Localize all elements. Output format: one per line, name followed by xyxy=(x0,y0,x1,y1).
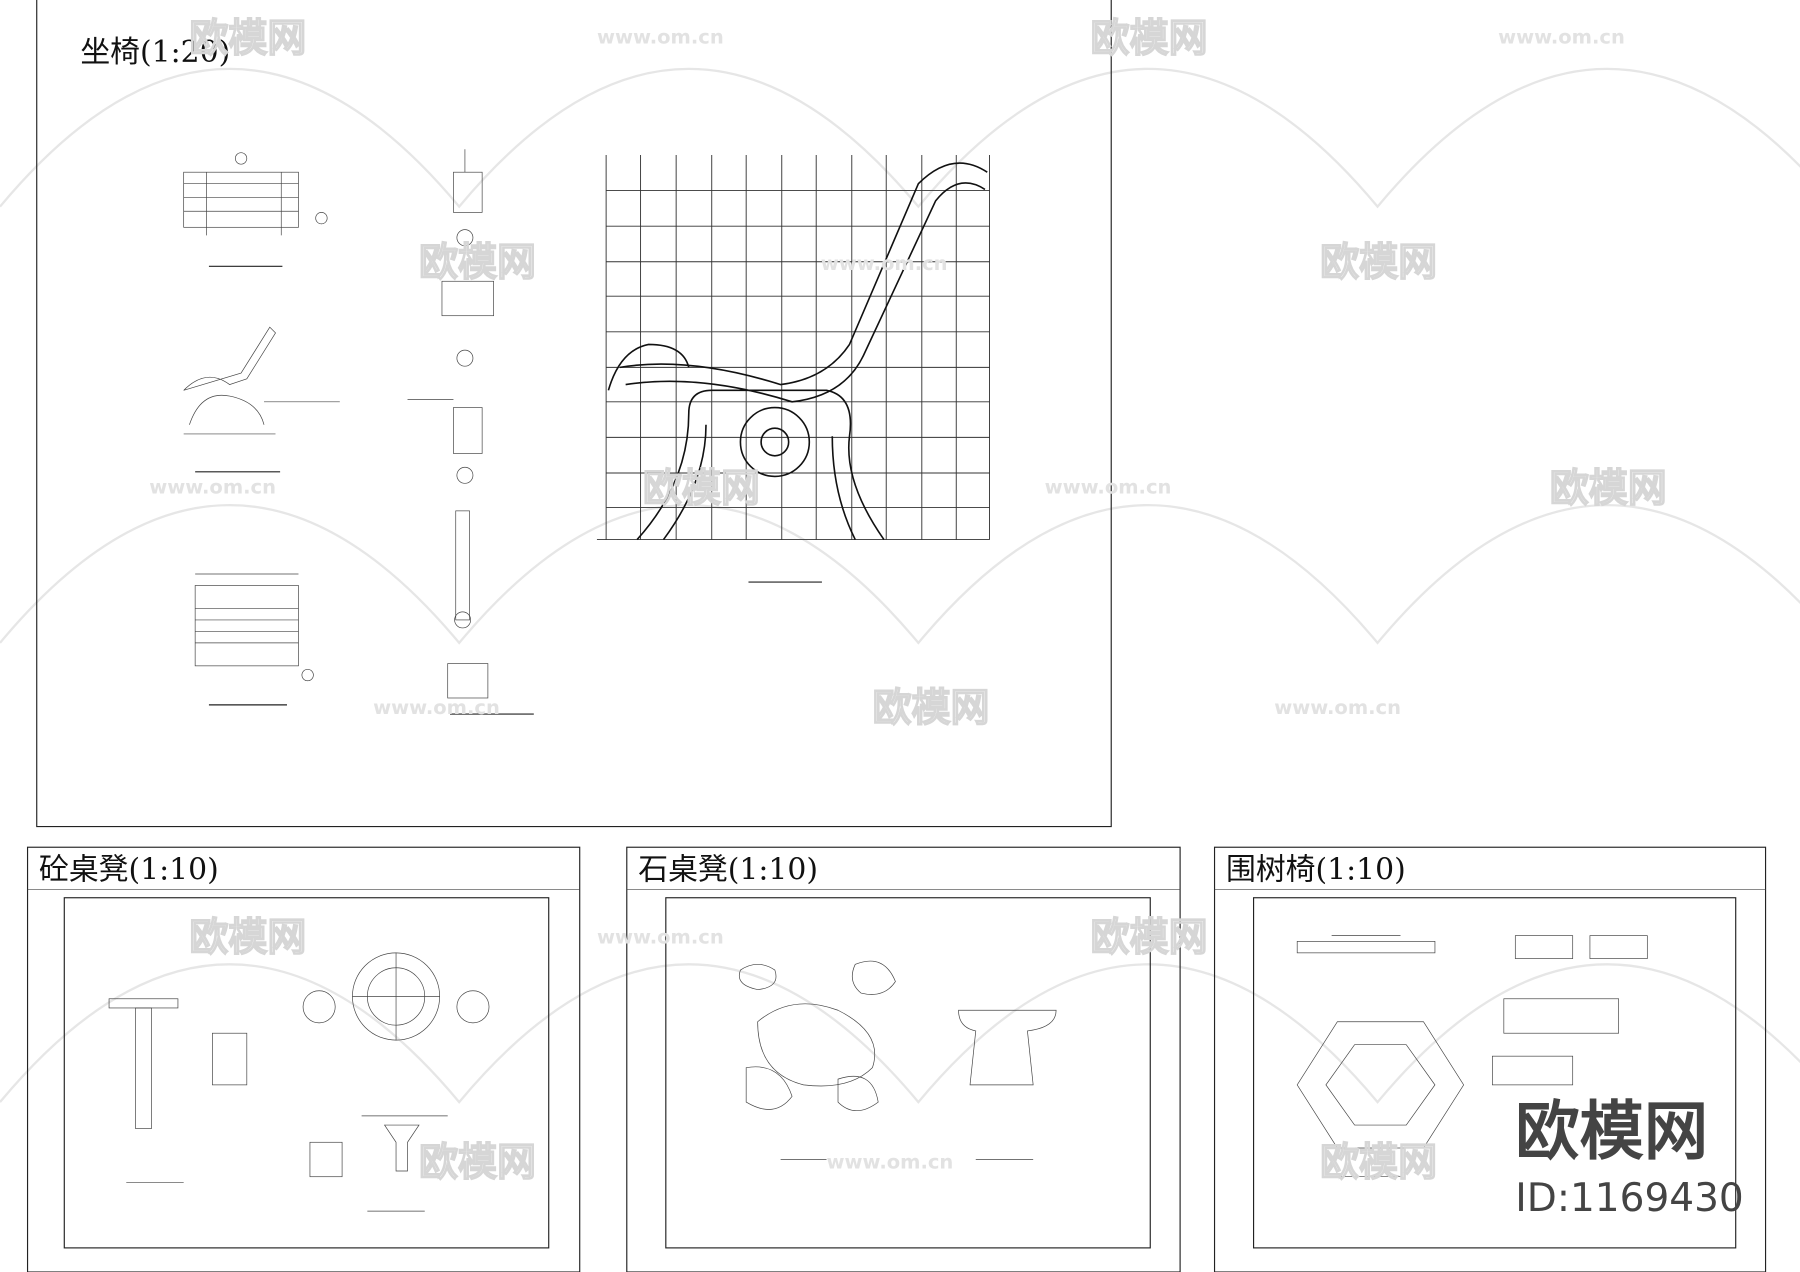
stone-table-title: 石桌凳(1:10) xyxy=(638,852,818,887)
bench-detail-column xyxy=(407,149,534,715)
svg-text:欧模网: 欧模网 xyxy=(1320,1141,1437,1186)
svg-text:欧模网: 欧模网 xyxy=(872,686,989,731)
svg-text:欧模网: 欧模网 xyxy=(1550,467,1667,512)
bench-side-view xyxy=(183,326,340,473)
svg-text:www.om.cn: www.om.cn xyxy=(1045,476,1172,499)
stone-table-panel: 石桌凳(1:10) xyxy=(626,846,1181,1272)
bench-plan-view xyxy=(194,573,314,706)
svg-text:欧模网: 欧模网 xyxy=(643,467,760,512)
svg-text:欧模网: 欧模网 xyxy=(1320,241,1437,286)
svg-text:www.om.cn: www.om.cn xyxy=(597,926,724,949)
svg-text:www.om.cn: www.om.cn xyxy=(597,26,724,49)
tree-bench-drawings xyxy=(1296,935,1648,1178)
concrete-table-drawings xyxy=(108,952,490,1212)
watermark-id: ID:1169430 xyxy=(1515,1176,1743,1221)
svg-text:欧模网: 欧模网 xyxy=(189,17,306,62)
tree-bench-title: 围树椅(1:10) xyxy=(1226,852,1406,887)
watermark-brand-large: 欧模网 xyxy=(1515,1095,1708,1170)
watermark-arcs xyxy=(0,67,1800,1104)
svg-text:www.om.cn: www.om.cn xyxy=(827,1151,954,1174)
bench-front-view xyxy=(183,152,328,267)
bench-grid-detail xyxy=(596,154,991,583)
svg-text:欧模网: 欧模网 xyxy=(419,241,536,286)
svg-text:欧模网: 欧模网 xyxy=(1091,916,1208,961)
svg-text:欧模网: 欧模网 xyxy=(1091,17,1208,62)
watermark-logos: 欧模网 www.om.cn 欧模网 www.om.cn 欧模网 www.om.c… xyxy=(149,16,1667,1186)
svg-text:www.om.cn: www.om.cn xyxy=(149,476,276,499)
svg-text:欧模网: 欧模网 xyxy=(189,916,306,961)
svg-text:www.om.cn: www.om.cn xyxy=(1498,26,1625,49)
bench-panel: 坐椅(1:20) xyxy=(36,0,1112,828)
svg-text:www.om.cn: www.om.cn xyxy=(373,696,500,719)
tree-bench-panel: 围树椅(1:10) xyxy=(1213,846,1767,1272)
concrete-table-title: 砼桌凳(1:10) xyxy=(39,852,219,887)
svg-text:www.om.cn: www.om.cn xyxy=(1274,696,1401,719)
svg-text:欧模网: 欧模网 xyxy=(419,1141,536,1186)
bench-panel-title: 坐椅(1:20) xyxy=(80,35,230,70)
svg-text:www.om.cn: www.om.cn xyxy=(821,252,948,275)
concrete-table-panel: 砼桌凳(1:10) xyxy=(26,846,581,1272)
stone-table-drawings xyxy=(739,960,1057,1160)
